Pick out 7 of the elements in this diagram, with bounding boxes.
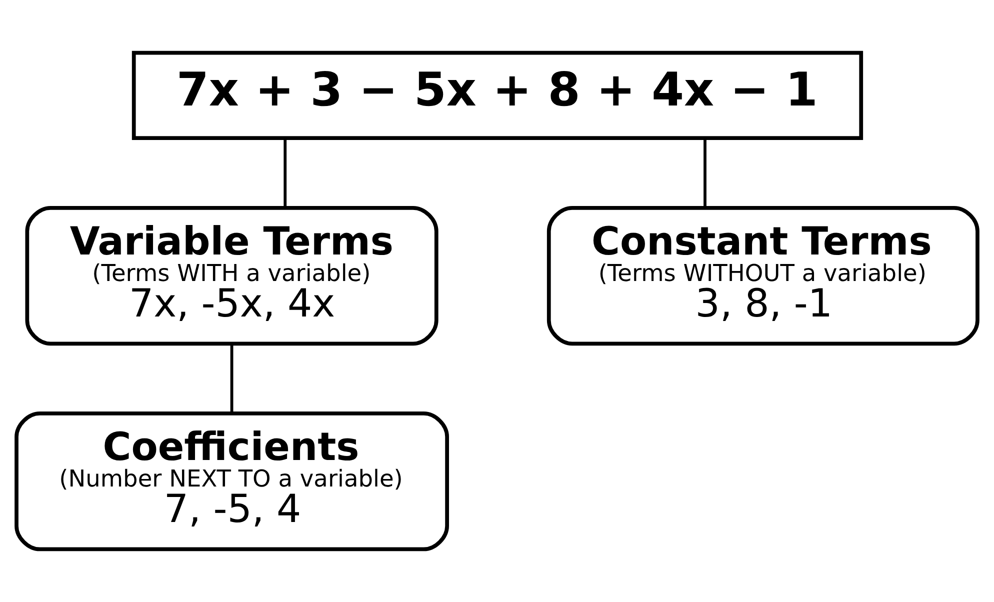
- connector: [230, 344, 234, 413]
- node-box: Coefficients (Number NEXT TO a variable) 7, -5, 4: [14, 412, 449, 552]
- connector: [704, 138, 706, 208]
- node-box: 7x + 3 − 5x + 8 + 4x − 1: [132, 50, 864, 140]
- node-box: Constant Terms (Terms WITHOUT a variable) 3, 8, -1: [546, 206, 980, 346]
- connector: [284, 138, 287, 208]
- node-box: Variable Terms (Terms WITH a variable) 7x, -5x, 4x: [25, 206, 438, 346]
